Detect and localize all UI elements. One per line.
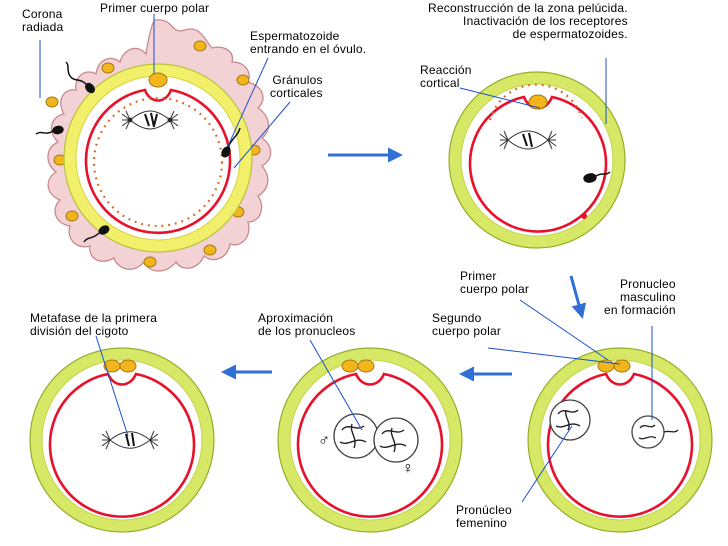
oocyte-membrane [48,372,196,518]
meiotic-spindle [499,130,557,150]
label-corona-radiada: Corona radiada [22,7,64,34]
label-pronucleo-femenino: Pronúcleo femenino [456,503,512,530]
stage-3-pronuclei-forming [527,347,713,533]
label-segundo-cuerpo-polar: Segundo cuerpo polar [432,311,502,338]
pointer-lines [39,14,653,503]
metaphase-spindle [101,430,159,450]
oocyte-membrane [546,372,694,518]
corona-cell [101,62,115,74]
label-metafase: Metafase de la primera división del cigo… [30,311,158,338]
label-pronucleo-masculino: Pronucleo masculino en formación [604,277,676,317]
label-primer-cuerpo-polar: Primer cuerpo polar [100,1,210,15]
label-reconstruccion: Reconstrucción de la zona pelúcida. Inac… [428,1,628,41]
sperm-cells [583,171,611,183]
first-polar-body [103,359,121,373]
oocyte-membrane [84,88,232,235]
entering-sperm [221,146,231,158]
meiotic-spindle [121,110,179,130]
male-symbol: ♂ [318,432,331,449]
second-polar-body [357,359,375,373]
label-reaccion-cortical: Reacción cortical [420,63,472,90]
oocyte-membrane [468,95,608,233]
female-pronucleus [549,399,591,441]
stage-5-zygote-metaphase [29,347,215,533]
stage-4-pronuclei-approaching [277,347,463,533]
corona-cell [203,244,217,256]
label-primer-cuerpo-polar-2: Primer cuerpo polar [460,269,530,296]
cortical-granules [488,83,584,121]
flow-arrow-down [569,275,587,319]
corona-cell [45,96,59,108]
first-polar-body [148,72,168,88]
second-polar-body [613,359,631,373]
first-polar-body [528,94,548,110]
first-polar-body [341,359,359,373]
corona-cell [236,74,250,86]
male-pronucleus [373,417,419,463]
female-symbol: ♀ [402,460,415,477]
second-polar-body [119,359,137,373]
corona-cell [143,256,157,268]
red-granule [581,213,587,219]
male-pronucleus [631,415,679,449]
label-espermatozoide: Espermatozoide entrando en el óvulo. [250,29,367,56]
corona-cell [193,40,207,52]
stage-1-oocyte-with-corona [35,19,272,272]
corona-cell [65,210,79,222]
label-granulos-corticales: Gránulos corticales [270,73,323,100]
cortical-granules [92,96,224,228]
sperm-cells [35,61,241,243]
label-aproximacion: Aproximación de los pronucleos [258,311,356,338]
stage-2-cortical-reaction [448,71,626,249]
